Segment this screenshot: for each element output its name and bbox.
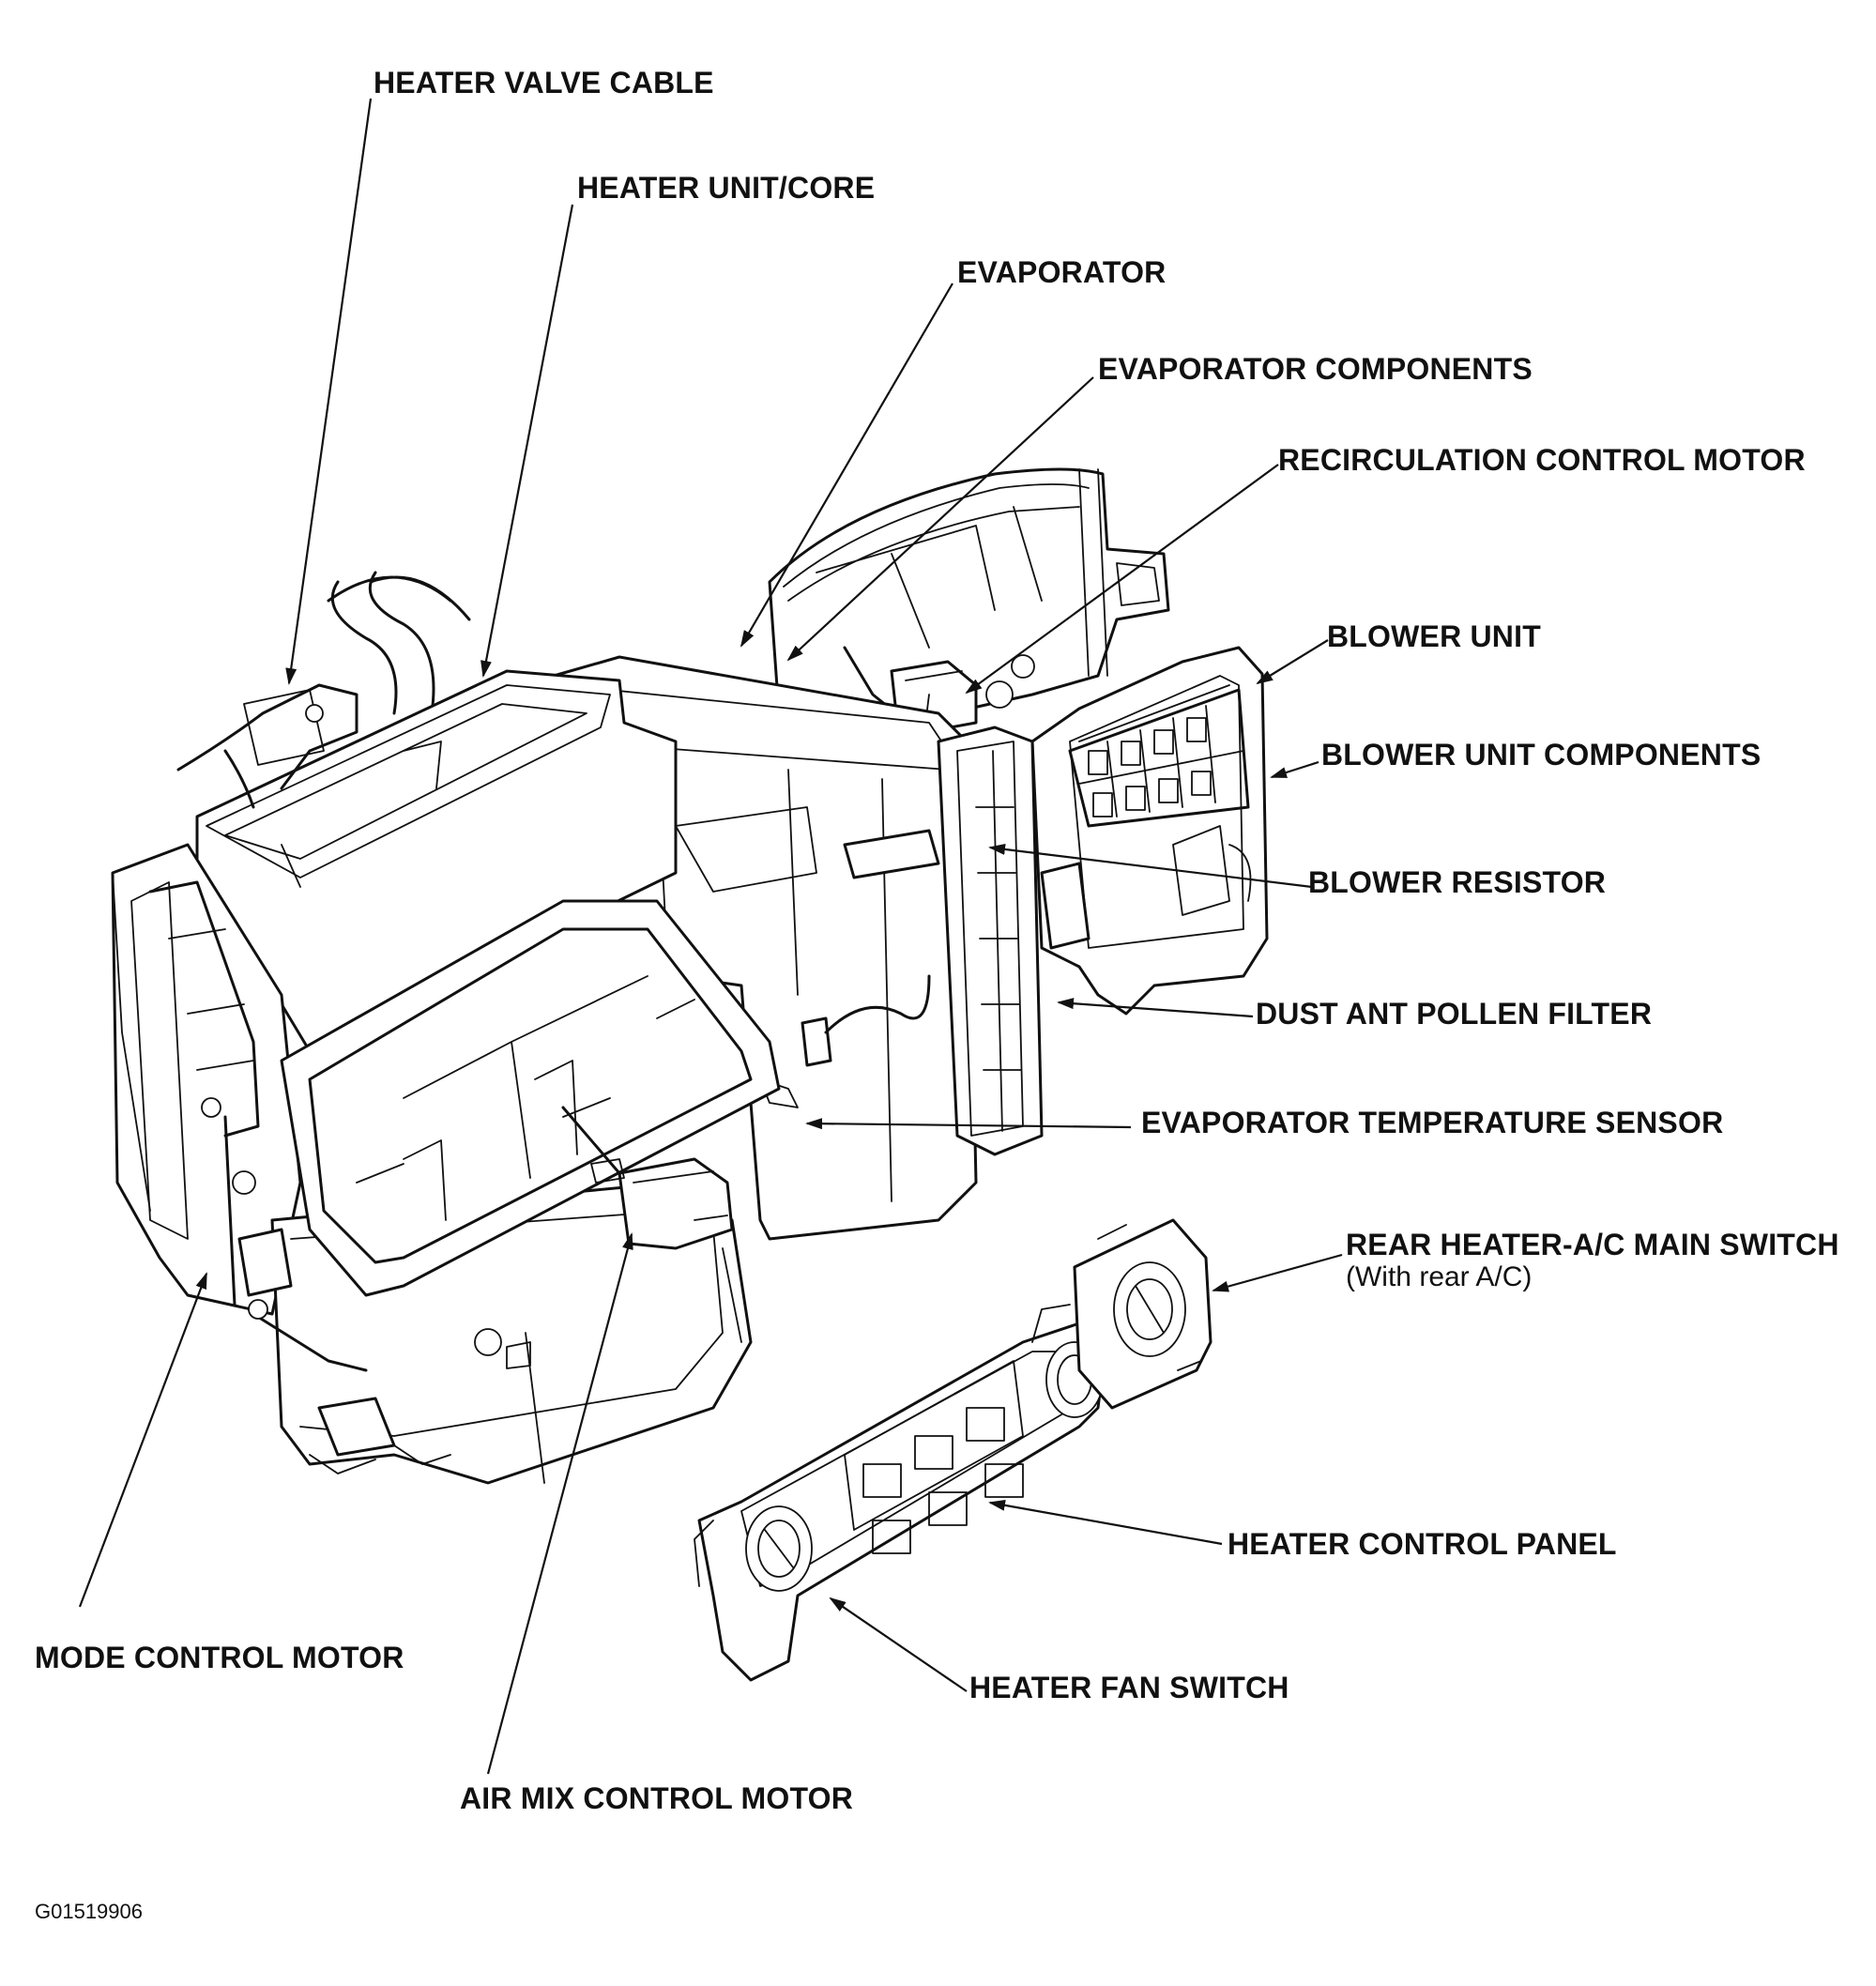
label-blower-unit: BLOWER UNIT (1327, 619, 1541, 653)
leader-evaporator-components (786, 376, 1094, 662)
leader-heater-valve-cable (285, 98, 373, 685)
label-evaporator-components: EVAPORATOR COMPONENTS (1098, 352, 1533, 386)
label-heater-fan-switch: HEATER FAN SWITCH (969, 1671, 1289, 1704)
leader-rear-heater-ac-main-switch (1212, 1253, 1343, 1292)
label-heater-unit-core: HEATER UNIT/CORE (577, 171, 876, 205)
leader-blower-unit-components (1270, 760, 1319, 779)
dust-pollen-filter-drawing (937, 726, 1044, 1156)
leader-recirculation-control-motor (965, 464, 1279, 695)
air-mix-control-motor-drawing (561, 1106, 734, 1250)
label-rear-heater-ac-main-switch-note: (With rear A/C) (1346, 1261, 1533, 1292)
blower-unit-drawing (1030, 646, 1269, 1016)
leader-lines (78, 98, 1343, 1775)
label-heater-control-panel: HEATER CONTROL PANEL (1228, 1527, 1617, 1561)
blower-resistor-drawing (1040, 862, 1091, 950)
leader-heater-control-panel (988, 1499, 1223, 1546)
leader-dust-pollen-filter (1057, 998, 1254, 1018)
leader-air-mix-control-motor (486, 1232, 633, 1775)
leader-mode-control-motor (78, 1272, 208, 1608)
leader-evaporator-temperature-sensor (805, 1118, 1132, 1130)
label-heater-valve-cable: HEATER VALVE CABLE (374, 66, 714, 99)
blower-vent-grid (1068, 684, 1250, 828)
leader-evaporator (740, 283, 953, 648)
label-recirculation-control-motor: RECIRCULATION CONTROL MOTOR (1278, 443, 1806, 477)
label-dust-pollen-filter: DUST ANT POLLEN FILTER (1256, 997, 1653, 1031)
leader-blower-unit (1256, 639, 1329, 685)
heater-control-panel-drawing (694, 1304, 1105, 1682)
evaporator-temperature-sensor-drawing (759, 974, 931, 1108)
label-rear-heater-ac-main-switch: REAR HEATER-A/C MAIN SWITCH (1346, 1228, 1839, 1261)
label-evaporator: EVAPORATOR (957, 255, 1167, 289)
label-evaporator-temperature-sensor: EVAPORATOR TEMPERATURE SENSOR (1141, 1106, 1724, 1139)
label-air-mix-control-motor: AIR MIX CONTROL MOTOR (460, 1781, 854, 1815)
leader-blower-resistor (988, 843, 1313, 889)
leader-heater-unit-core (480, 204, 574, 678)
label-blower-resistor: BLOWER RESISTOR (1308, 865, 1607, 899)
heater-unit-drawing (111, 571, 781, 1485)
heater-valve-cable-drawing (176, 683, 358, 809)
mode-control-motor-drawing (223, 1115, 368, 1372)
rear-heater-ac-main-switch-drawing (1073, 1218, 1213, 1410)
figure-code: G01519906 (35, 1900, 143, 1923)
label-blower-unit-components: BLOWER UNIT COMPONENTS (1321, 738, 1762, 771)
leader-heater-fan-switch (829, 1596, 968, 1692)
label-mode-control-motor: MODE CONTROL MOTOR (35, 1641, 404, 1674)
